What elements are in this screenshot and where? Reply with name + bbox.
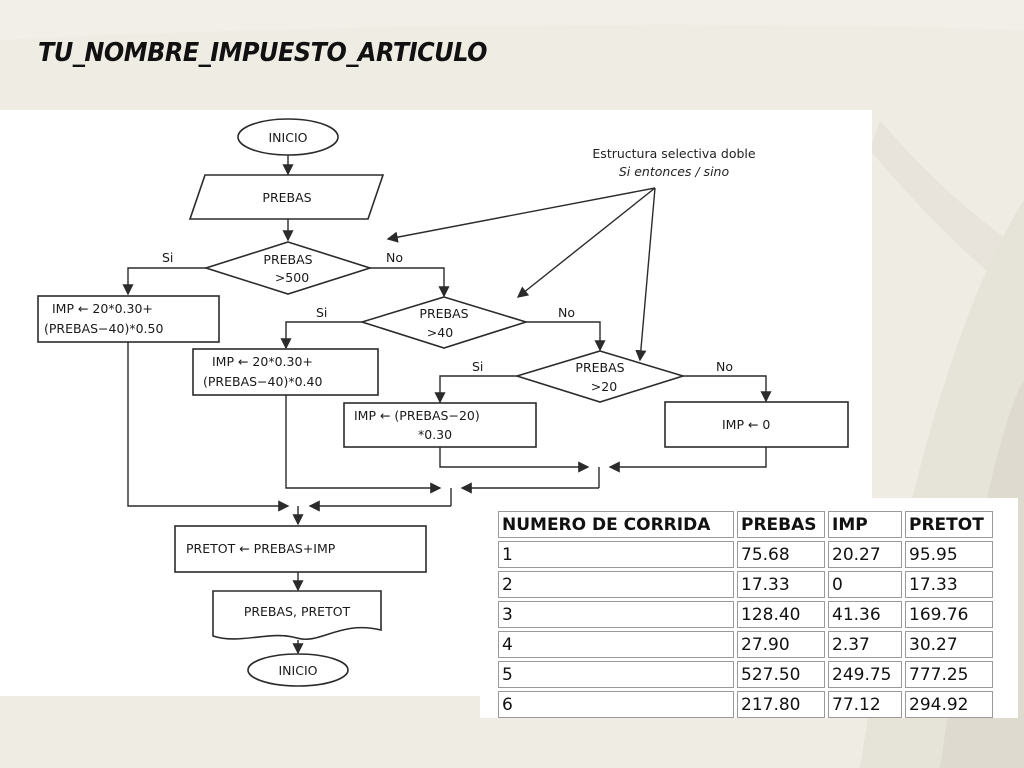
input-node: PREBAS bbox=[188, 174, 385, 220]
process-2: IMP ← 20*0.30+ (PREBAS−40)*0.40 bbox=[192, 348, 379, 396]
flow-arrow bbox=[526, 321, 606, 352]
col-header-prebas: PREBAS bbox=[737, 511, 825, 538]
cell-pretot: 17.33 bbox=[905, 571, 993, 598]
table-row: 6 217.80 77.12 294.92 bbox=[498, 691, 993, 718]
flow-arrow bbox=[683, 375, 772, 403]
process-1-line2: (PREBAS−40)*0.50 bbox=[44, 321, 163, 336]
cell-prebas: 75.68 bbox=[737, 541, 825, 568]
slide-title: TU_NOMBRE_IMPUESTO_ARTICULO bbox=[38, 38, 488, 68]
process-2-line1: IMP ← 20*0.30+ bbox=[212, 354, 313, 369]
cell-imp: 20.27 bbox=[828, 541, 902, 568]
decision-1-no: No bbox=[386, 250, 403, 265]
cell-pretot: 30.27 bbox=[905, 631, 993, 658]
decision-1-line2: >500 bbox=[275, 270, 309, 285]
cell-prebas: 17.33 bbox=[737, 571, 825, 598]
flow-arrow bbox=[127, 342, 290, 512]
decision-2-no: No bbox=[558, 305, 575, 320]
cell-run: 6 bbox=[498, 691, 734, 718]
cell-pretot: 169.76 bbox=[905, 601, 993, 628]
table-header-row: NUMERO DE CORRIDA PREBAS IMP PRETOT bbox=[498, 511, 993, 538]
col-header-pretot: PRETOT bbox=[905, 511, 993, 538]
end-terminal: INICIO bbox=[247, 653, 349, 687]
cell-run: 2 bbox=[498, 571, 734, 598]
cell-run: 3 bbox=[498, 601, 734, 628]
table-row: 1 75.68 20.27 95.95 bbox=[498, 541, 993, 568]
output-document: PREBAS, PRETOT bbox=[212, 590, 382, 641]
flow-arrow bbox=[434, 375, 517, 404]
cell-pretot: 777.25 bbox=[905, 661, 993, 688]
flow-arrow bbox=[280, 321, 362, 350]
decision-2-yes: Si bbox=[316, 305, 327, 320]
cell-imp: 41.36 bbox=[828, 601, 902, 628]
process-4: IMP ← 0 bbox=[664, 401, 849, 448]
runs-table: NUMERO DE CORRIDA PREBAS IMP PRETOT 1 75… bbox=[495, 508, 996, 721]
cell-pretot: 294.92 bbox=[905, 691, 993, 718]
flow-arrow bbox=[285, 395, 442, 494]
table-row: 5 527.50 249.75 777.25 bbox=[498, 661, 993, 688]
cell-run: 4 bbox=[498, 631, 734, 658]
decision-3-line2: >20 bbox=[591, 379, 617, 394]
process-1-line1: IMP ← 20*0.30+ bbox=[52, 301, 153, 316]
decision-2: PREBAS >40 bbox=[359, 296, 529, 349]
process-3: IMP ← (PREBAS−20) *0.30 bbox=[343, 402, 537, 448]
process-4-line1: IMP ← 0 bbox=[722, 417, 770, 432]
cell-prebas: 27.90 bbox=[737, 631, 825, 658]
process-1: IMP ← 20*0.30+ (PREBAS−40)*0.50 bbox=[37, 295, 220, 343]
decision-3-line1: PREBAS bbox=[575, 360, 624, 375]
decision-1-yes: Si bbox=[162, 250, 173, 265]
cell-pretot: 95.95 bbox=[905, 541, 993, 568]
annotation-arrow bbox=[386, 187, 656, 243]
cell-run: 5 bbox=[498, 661, 734, 688]
annotation-line2: Si entonces / sino bbox=[619, 164, 730, 179]
cell-imp: 249.75 bbox=[828, 661, 902, 688]
annotation-arrow bbox=[635, 187, 656, 362]
input-label: PREBAS bbox=[262, 190, 311, 205]
start-label: INICIO bbox=[269, 130, 308, 145]
process-3-line2: *0.30 bbox=[418, 427, 452, 442]
runs-table-panel: NUMERO DE CORRIDA PREBAS IMP PRETOT 1 75… bbox=[480, 498, 1018, 718]
flow-arrow bbox=[608, 447, 767, 473]
cell-imp: 2.37 bbox=[828, 631, 902, 658]
cell-prebas: 128.40 bbox=[737, 601, 825, 628]
col-header-run-number: NUMERO DE CORRIDA bbox=[498, 511, 734, 538]
decision-2-line2: >40 bbox=[427, 325, 453, 340]
output-label: PREBAS, PRETOT bbox=[244, 604, 351, 619]
decision-3: PREBAS >20 bbox=[514, 350, 686, 403]
decision-2-line1: PREBAS bbox=[419, 306, 468, 321]
flow-arrow bbox=[122, 267, 206, 296]
table-row: 3 128.40 41.36 169.76 bbox=[498, 601, 993, 628]
process-3-line1: IMP ← (PREBAS−20) bbox=[354, 408, 480, 423]
table-row: 4 27.90 2.37 30.27 bbox=[498, 631, 993, 658]
flow-arrow bbox=[439, 447, 590, 473]
total-process-label: PRETOT ← PREBAS+IMP bbox=[186, 541, 336, 556]
decision-1: PREBAS >500 bbox=[203, 241, 373, 295]
cell-run: 1 bbox=[498, 541, 734, 568]
flow-arrow bbox=[370, 267, 450, 298]
total-process: PRETOT ← PREBAS+IMP bbox=[174, 525, 427, 573]
cell-imp: 0 bbox=[828, 571, 902, 598]
cell-prebas: 217.80 bbox=[737, 691, 825, 718]
decision-3-no: No bbox=[716, 359, 733, 374]
annotation-arrow bbox=[516, 187, 656, 298]
table-row: 2 17.33 0 17.33 bbox=[498, 571, 993, 598]
decision-3-yes: Si bbox=[472, 359, 483, 374]
annotation-line1: Estructura selectiva doble bbox=[592, 146, 755, 161]
process-2-line2: (PREBAS−40)*0.40 bbox=[203, 374, 322, 389]
flowchart: INICIO PREBAS PREBAS >500 Si No IMP ← 20… bbox=[37, 118, 849, 687]
end-label: INICIO bbox=[279, 663, 318, 678]
col-header-imp: IMP bbox=[828, 511, 902, 538]
cell-imp: 77.12 bbox=[828, 691, 902, 718]
decision-1-line1: PREBAS bbox=[263, 252, 312, 267]
cell-prebas: 527.50 bbox=[737, 661, 825, 688]
start-terminal: INICIO bbox=[237, 118, 339, 156]
